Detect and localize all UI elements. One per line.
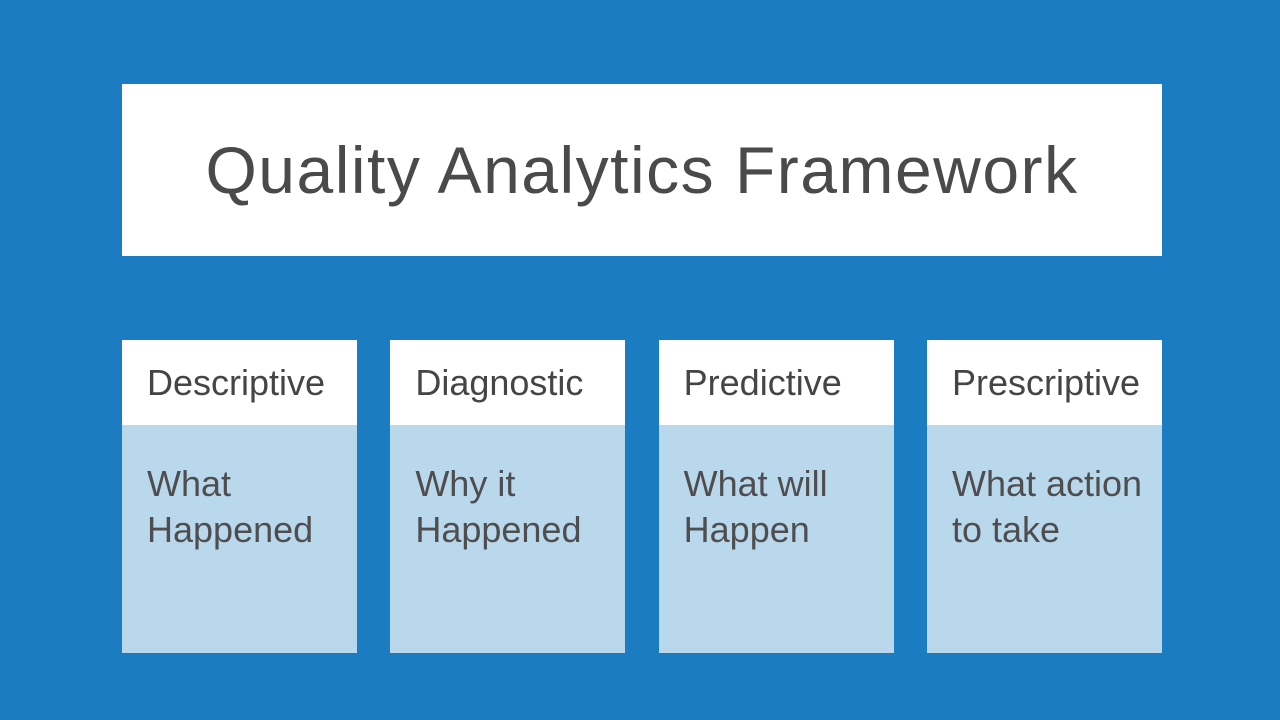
framework-columns: Descriptive What Happened Diagnostic Why… bbox=[122, 340, 1162, 653]
column-header-predictive: Predictive bbox=[658, 340, 894, 425]
column-predictive: Predictive What will Happen bbox=[658, 340, 894, 653]
title-banner: Quality Analytics Framework bbox=[122, 84, 1162, 256]
column-descriptive: Descriptive What Happened bbox=[122, 340, 357, 653]
slide-title: Quality Analytics Framework bbox=[205, 133, 1079, 207]
column-body-diagnostic: Why it Happened bbox=[390, 425, 626, 653]
column-header-prescriptive: Prescriptive bbox=[926, 340, 1162, 425]
column-diagnostic: Diagnostic Why it Happened bbox=[390, 340, 626, 653]
column-header-descriptive: Descriptive bbox=[122, 340, 357, 425]
column-prescriptive: Prescriptive What action to take bbox=[926, 340, 1162, 653]
column-body-descriptive: What Happened bbox=[122, 425, 357, 653]
column-body-predictive: What will Happen bbox=[658, 425, 894, 653]
column-body-prescriptive: What action to take bbox=[926, 425, 1162, 653]
column-header-diagnostic: Diagnostic bbox=[390, 340, 626, 425]
